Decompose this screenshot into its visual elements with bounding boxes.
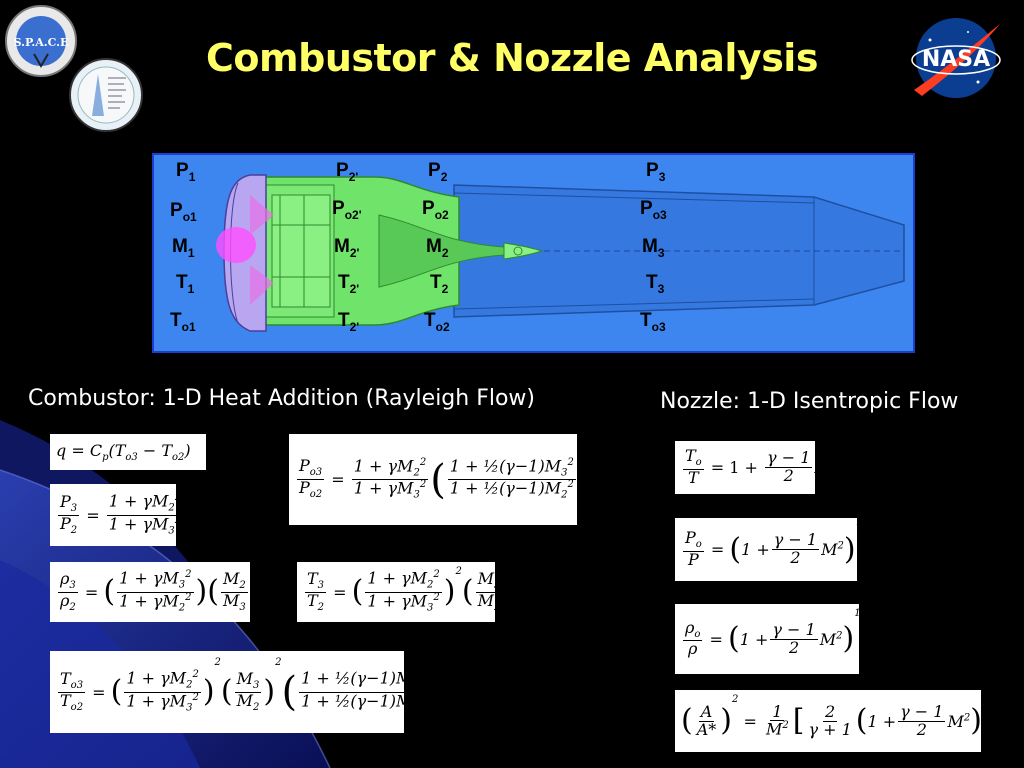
label-t2: T2 (430, 272, 449, 296)
label-po3: Po3 (640, 198, 667, 222)
label-m3: M3 (642, 236, 665, 260)
label-t3: T3 (646, 272, 665, 296)
label-m2: M2 (426, 236, 449, 260)
engine-cross-section (216, 174, 905, 332)
label-m2prime: M2' (334, 236, 360, 260)
nasa-logo: NASA (911, 18, 1001, 98)
space-logo: S.P.A.C.E (5, 5, 77, 77)
label-p3: P3 (646, 160, 666, 184)
label-t2prime: T2' (338, 272, 360, 296)
label-to3: To3 (640, 310, 666, 334)
nozzle-heading: Nozzle: 1-D Isentropic Flow (660, 389, 959, 414)
combustor-heading: Combustor: 1-D Heat Addition (Rayleigh F… (28, 386, 536, 411)
label-to2: To2 (424, 310, 450, 334)
label-p2: P2 (428, 160, 448, 184)
lab-logo (69, 58, 143, 132)
label-p2prime: P2' (336, 160, 359, 184)
equation-nozzle-temperature: ToT = 1 + γ − 12 M2 (675, 441, 815, 494)
label-to1: To1 (170, 310, 196, 334)
equation-heat-addition: q = Cp(To3 − To2) (50, 434, 206, 470)
label-to2prime: T2' (338, 310, 360, 334)
label-po2prime: Po2' (332, 198, 362, 222)
svg-text:NASA: NASA (922, 47, 990, 72)
label-t1: T1 (176, 272, 195, 296)
svg-text:S.P.A.C.E: S.P.A.C.E (14, 36, 69, 49)
label-m1: M1 (172, 236, 195, 260)
engine-diagram: P1 Po1 M1 T1 To1 P2' Po2' M2' T2' T2' P2… (152, 153, 915, 353)
label-p1: P1 (176, 160, 196, 184)
label-po1: Po1 (170, 200, 197, 224)
slide-title: Combustor & Nozzle Analysis (206, 36, 818, 80)
label-po2: Po2 (422, 198, 449, 222)
